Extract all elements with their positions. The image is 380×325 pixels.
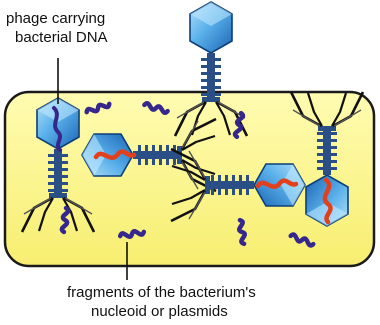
phage-label-line1: phage carrying (6, 10, 105, 27)
fragments-label-line1: fragments of the bacterium's (67, 284, 256, 301)
phage-label-line2: bacterial DNA (15, 29, 108, 46)
fragments-label-line2: nucleoid or plasmids (91, 303, 228, 320)
